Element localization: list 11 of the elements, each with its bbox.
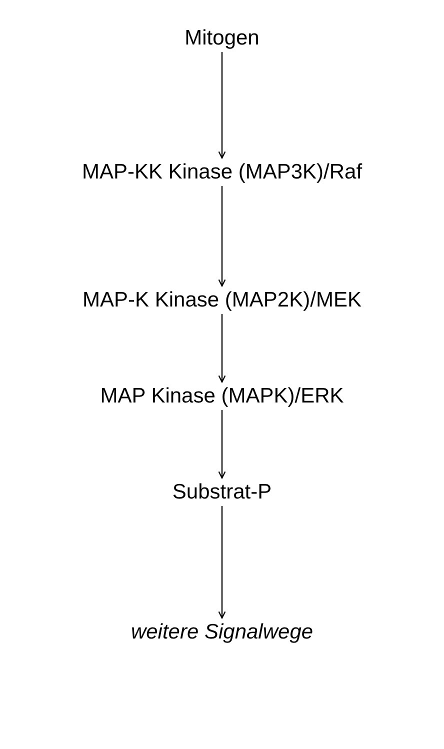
node-label: Mitogen — [184, 25, 260, 51]
arrow — [218, 314, 226, 383]
arrow — [218, 52, 226, 159]
arrow — [218, 506, 226, 619]
node-label: MAP Kinase (MAPK)/ERK — [100, 383, 344, 409]
node-label: MAP-KK Kinase (MAP3K)/Raf — [82, 159, 362, 185]
arrow — [218, 186, 226, 287]
node-label: weitere Signalwege — [130, 619, 314, 645]
arrow — [218, 410, 226, 479]
node-label: MAP-K Kinase (MAP2K)/MEK — [82, 287, 362, 313]
node-label: Substrat-P — [172, 479, 272, 505]
